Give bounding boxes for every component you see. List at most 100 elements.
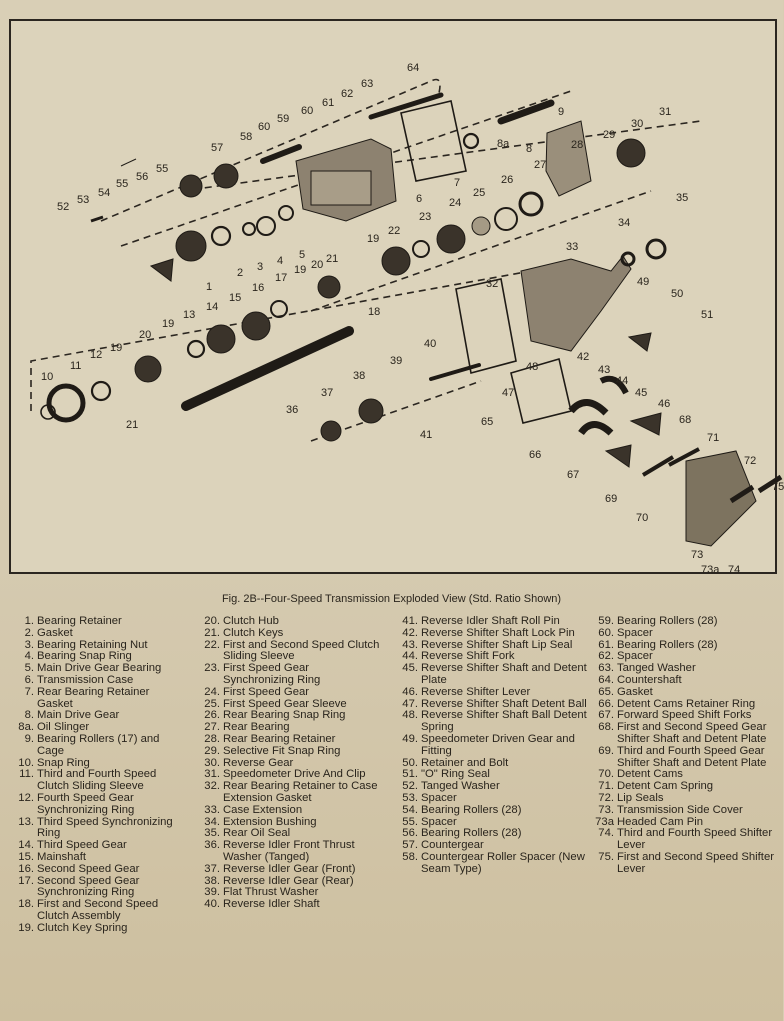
part-callout: 14 <box>206 301 219 313</box>
part-callout: 25 <box>473 187 486 199</box>
part-callout: 50 <box>671 288 684 300</box>
legend-item-text: Case Extension <box>223 803 303 816</box>
legend-item-number: 24. <box>204 685 220 698</box>
legend-item: 37.Reverse Idler Gear (Front) <box>186 863 382 876</box>
legend-item-text: Forward Speed Shift Forks <box>617 709 752 722</box>
legend-item: 13.Third Speed Synchronizing Ring <box>4 816 186 841</box>
part-callout: 75 <box>772 481 784 493</box>
legend-item-number: 35. <box>204 827 220 840</box>
legend-item: 49.Speedometer Driven Gear and Fitting <box>384 733 588 758</box>
legend-item-text: Transmission Side Cover <box>617 803 743 816</box>
legend-item-text: Bearing Snap Ring <box>37 650 132 663</box>
legend-item-number: 6. <box>24 673 34 686</box>
legend-item-text: Bearing Rollers (28) <box>421 827 522 840</box>
legend-item-text: Reverse Shifter Shaft Lip Seal <box>421 638 573 651</box>
legend-item-text: Extension Bushing <box>223 815 317 828</box>
legend-item-text: Countershaft <box>617 673 682 686</box>
legend-item-number: 53. <box>402 791 418 804</box>
gasket-65-shape <box>510 357 572 424</box>
part-callout: 55 <box>116 178 129 190</box>
legend-item-number: 67. <box>598 709 614 722</box>
legend-item: 65.Gasket <box>588 685 780 699</box>
legend-item-text: Bearing Retainer <box>37 615 122 627</box>
legend-item: 25.First Speed Gear Sleeve <box>186 698 382 711</box>
legend-item: 67.Forward Speed Shift Forks <box>588 710 780 722</box>
legend-item-text: "O" Ring Seal <box>421 768 490 781</box>
part-callout: 57 <box>211 142 224 154</box>
part-callout: 2 <box>237 267 244 279</box>
part-callout: 63 <box>361 78 374 90</box>
legend-item-number: 21. <box>204 626 220 639</box>
legend-item: 33.Case Extension <box>186 803 382 817</box>
legend-item: 62.Spacer <box>588 651 780 663</box>
legend-item-number: 75. <box>598 850 614 863</box>
legend-item-text: Bearing Rollers (17) and Cage <box>37 732 160 757</box>
legend-item-text: Fourth Speed Gear Synchronizing Ring <box>37 791 135 816</box>
legend-item: 2.Gasket <box>4 627 186 640</box>
legend-item-text: Rear Bearing Retainer to Case Extension … <box>223 780 378 804</box>
legend-item-number: 66. <box>598 697 614 710</box>
part-callout: 13 <box>183 309 196 321</box>
legend-item-number: 54. <box>402 803 418 816</box>
legend-item-text: Spacer <box>617 626 653 639</box>
legend-item-text: Reverse Shift Fork <box>421 650 515 663</box>
legend-item-number: 1. <box>24 615 34 627</box>
mainshaft-shape <box>181 326 354 411</box>
legend-item-number: 8. <box>24 709 34 722</box>
part-callout: 48 <box>526 361 539 373</box>
legend-item-text: Bearing Retaining Nut <box>37 638 148 651</box>
legend-item-number: 73. <box>598 803 614 816</box>
legend-item: 41.Reverse Idler Shaft Roll Pin <box>384 615 588 628</box>
legend-item-text: Rear Oil Seal <box>223 827 291 840</box>
legend-item: 18.First and Second Speed Clutch Assembl… <box>4 898 186 923</box>
legend-item-text: Spacer <box>421 791 457 804</box>
legend-item: 56.Bearing Rollers (28) <box>384 828 588 840</box>
legend-item-text: Gasket <box>617 685 653 698</box>
part-callout: 70 <box>636 512 649 524</box>
legend-item-text: First and Second Speed Clutch Assembly <box>37 898 159 922</box>
part-callout: 15 <box>229 292 242 304</box>
legend-item-text: Rear Bearing <box>223 721 290 734</box>
legend-item-text: Bearing Rollers (28) <box>617 638 718 651</box>
legend-item-number: 19. <box>18 921 34 934</box>
part-callout: 45 <box>635 387 648 399</box>
part-callout: 59 <box>277 113 290 125</box>
legend-item-text: Flat Thrust Washer <box>223 886 319 899</box>
legend-item-text: Countergear <box>421 839 484 852</box>
part-callout: 60 <box>258 121 271 133</box>
part-callout: 29 <box>603 129 616 141</box>
part-callout: 19 <box>162 318 175 330</box>
legend-item: 64.Countershaft <box>588 673 780 687</box>
part-callout: 60 <box>301 105 314 117</box>
legend-item-number: 58. <box>402 850 418 863</box>
rear-retainer-shape <box>545 120 592 197</box>
legend-item-text: Rear Bearing Retainer Gasket <box>37 685 150 710</box>
legend-item-number: 46. <box>402 685 418 698</box>
legend-item: 72.Lip Seals <box>588 792 780 805</box>
legend-item: 55.Spacer <box>384 816 588 829</box>
part-callout: 71 <box>707 432 720 444</box>
legend-item: 46.Reverse Shifter Lever <box>384 685 588 699</box>
legend-item-text: Main Drive Gear <box>37 709 120 722</box>
gasket-32-shape <box>455 278 517 374</box>
legend-item-text: Third and Fourth Speed Shifter Lever <box>617 827 773 852</box>
legend-item: 70.Detent Cams <box>588 769 780 781</box>
legend-item-number: 73a <box>595 815 614 828</box>
legend-item: 68.First and Second Speed Gear Shifter S… <box>588 721 780 746</box>
legend-item-number: 43. <box>402 638 418 651</box>
legend-item-number: 30. <box>204 756 220 769</box>
part-callout: 51 <box>701 309 714 321</box>
legend-item-number: 68. <box>598 721 614 734</box>
part-callout: 47 <box>502 387 515 399</box>
legend-item-number: 52. <box>402 780 418 793</box>
legend-item-text: Speedometer Drive And Clip <box>223 768 366 781</box>
part-callout: 37 <box>321 387 334 399</box>
legend-item: 6.Transmission Case <box>4 673 186 687</box>
legend-item-text: Reverse Shifter Shaft Lock Pin <box>421 626 575 639</box>
part-callout: 49 <box>637 276 650 288</box>
part-callout: 73a <box>701 564 720 576</box>
legend-item: 60.Spacer <box>588 626 780 640</box>
part-callout: 19 <box>367 233 380 245</box>
legend-item: 20.Clutch Hub <box>186 615 382 628</box>
